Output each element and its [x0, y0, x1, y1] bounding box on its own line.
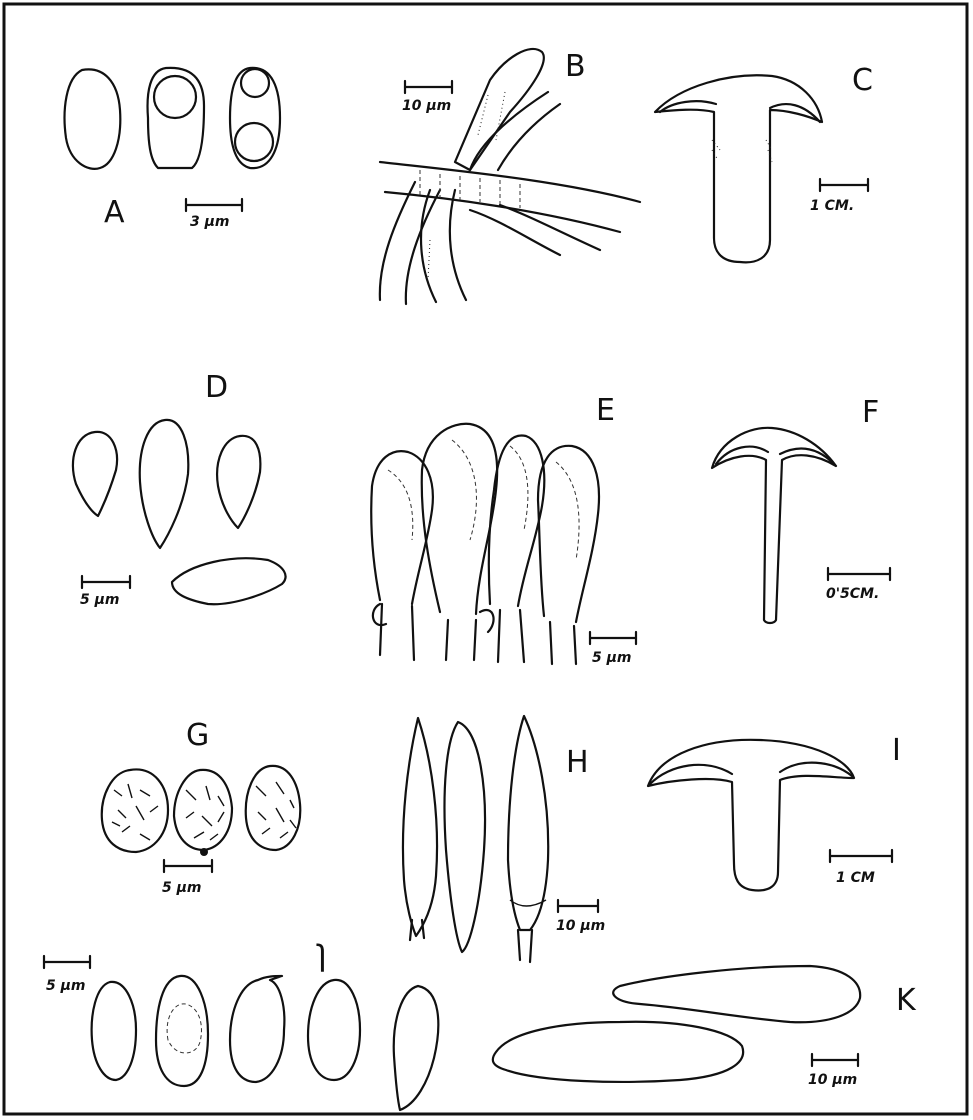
panel-label-k: K — [896, 983, 917, 1018]
panel-label-i: I — [892, 733, 901, 768]
panel-label-c: C — [852, 63, 873, 98]
panel-label-d: D — [205, 370, 228, 405]
panel-label-h: H — [566, 745, 589, 780]
scale-label-j: 5 μm — [46, 978, 86, 994]
panel-d: D 5 μm — [73, 370, 286, 608]
panel-f: F 0'5CM. — [712, 395, 890, 623]
scale-label-i: 1 CM — [836, 870, 875, 886]
panel-label-e: E — [596, 393, 615, 428]
scale-label-f: 0'5CM. — [826, 586, 879, 602]
scale-label-c: 1 CM. — [810, 198, 854, 214]
panel-label-a: A — [104, 195, 125, 230]
scale-label-e: 5 μm — [592, 650, 632, 666]
panel-b: B 10 μm — [380, 49, 640, 304]
scale-label-a: 3 μm — [190, 214, 230, 230]
panel-e: E 5 μm — [371, 393, 636, 666]
panel-label-j: J — [316, 942, 327, 977]
plate-frame — [4, 4, 967, 1114]
panel-label-g: G — [186, 718, 209, 753]
scale-label-k: 10 μm — [808, 1072, 857, 1088]
panel-k: K 10 μm — [493, 966, 917, 1088]
panel-label-b: B — [565, 49, 586, 84]
panel-c: C 1 CM. — [655, 63, 873, 262]
panel-g: G 5 μm — [102, 718, 300, 896]
panel-label-f: F — [862, 395, 879, 430]
scale-label-g: 5 μm — [162, 880, 202, 896]
scale-label-d: 5 μm — [80, 592, 120, 608]
panel-i: I 1 CM — [648, 733, 901, 890]
panel-a: A 3 μm — [65, 68, 280, 230]
scale-label-b: 10 μm — [402, 98, 451, 114]
panel-h: H 10 μm — [403, 716, 605, 962]
scale-label-h: 10 μm — [556, 918, 605, 934]
panel-j: J 5 μm — [44, 942, 438, 1110]
